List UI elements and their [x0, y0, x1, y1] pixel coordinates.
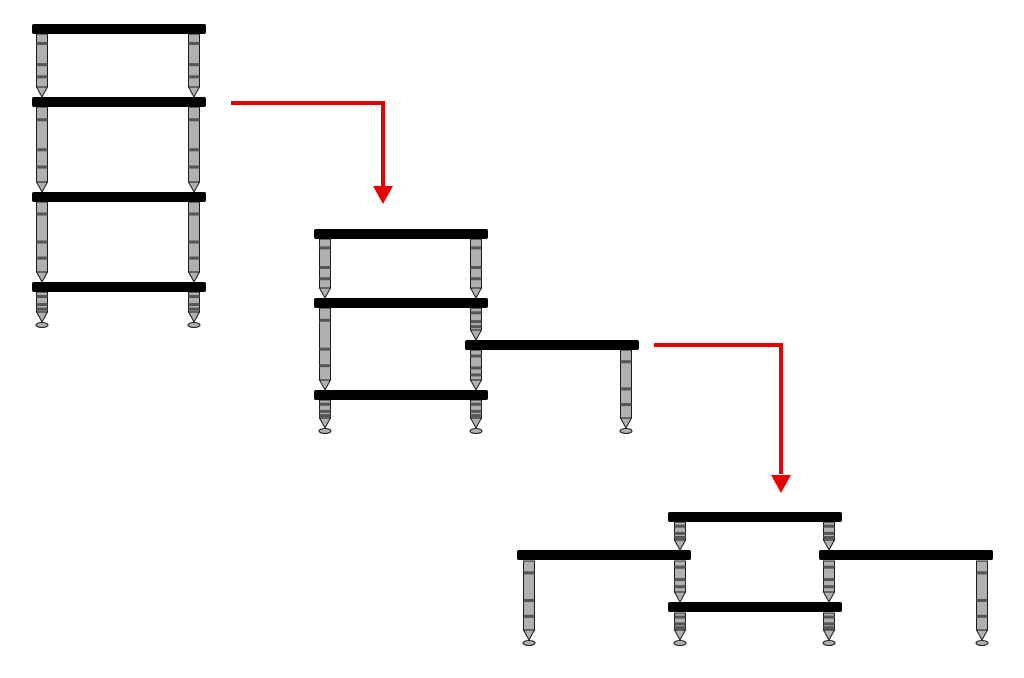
arrow-1-to-2: [231, 101, 393, 204]
spiked-leg: [35, 291, 49, 328]
stage-1-tall-rack: [32, 24, 206, 328]
spiked-leg: [469, 349, 483, 392]
shelf-plate: [314, 229, 488, 239]
spiked-leg: [673, 560, 687, 604]
shelf-plate: [819, 550, 993, 560]
shelf-plate: [32, 192, 206, 202]
spiked-leg: [187, 291, 201, 328]
transition-arrows: [231, 101, 791, 493]
spiked-leg: [673, 521, 687, 552]
spiked-leg: [318, 399, 332, 434]
spiked-leg: [822, 521, 836, 552]
shelf-plate: [517, 550, 691, 560]
spiked-leg: [469, 307, 483, 342]
arrowhead: [373, 186, 393, 204]
spiked-leg: [187, 106, 201, 194]
shelf-plate: [32, 97, 206, 107]
spiked-leg: [975, 560, 989, 646]
spiked-leg: [187, 201, 201, 284]
spiked-leg: [35, 33, 49, 99]
arrow-2-to-3: [654, 343, 791, 493]
stage-3-wide-rack: [517, 512, 993, 646]
shelf-plate: [668, 512, 842, 522]
spiked-leg: [187, 33, 201, 99]
spiked-leg: [35, 106, 49, 194]
spiked-leg: [318, 238, 332, 300]
shelf-plate: [32, 24, 206, 34]
spiked-leg: [619, 349, 633, 434]
spiked-leg: [522, 560, 536, 646]
spiked-leg: [822, 612, 836, 646]
shelf-plate: [314, 390, 488, 400]
arrowhead: [771, 475, 791, 493]
shelf-plate: [465, 340, 639, 350]
spiked-leg: [469, 399, 483, 434]
shelf-plate: [668, 602, 842, 612]
spiked-leg: [673, 612, 687, 646]
spiked-leg: [822, 560, 836, 604]
spiked-leg: [35, 201, 49, 284]
stage-2-split-rack: [314, 229, 639, 434]
shelf-plate: [32, 282, 206, 292]
spiked-leg: [318, 307, 332, 392]
spiked-leg: [469, 238, 483, 300]
shelf-plate: [314, 298, 488, 308]
